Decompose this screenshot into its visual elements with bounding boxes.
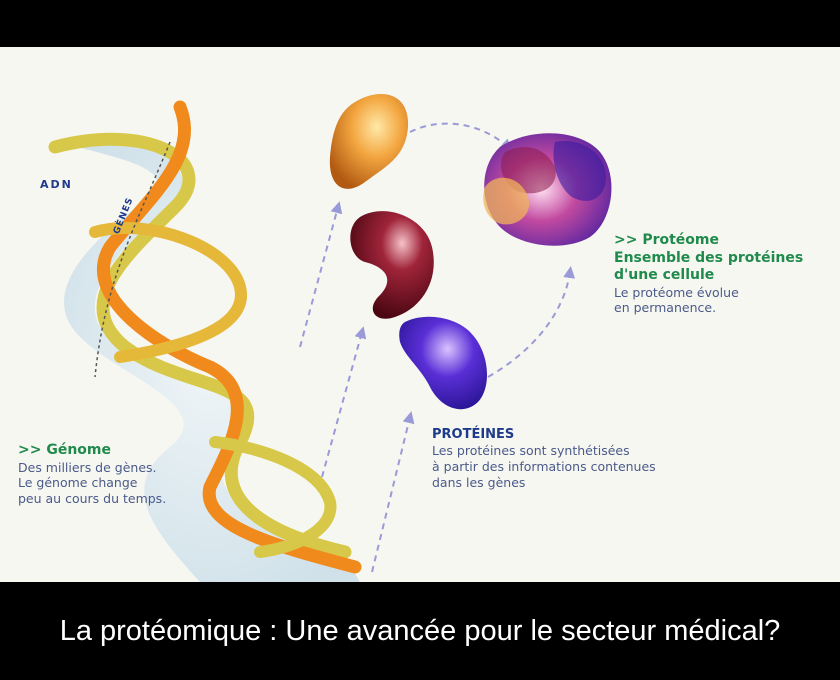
diagram-panel: ADN GÈNES >> Génome Des milliers de gène… — [0, 47, 840, 582]
genome-title: >> Génome — [18, 442, 111, 458]
proteome-line: Le protéome évolue — [614, 284, 739, 300]
caption-title: La protéomique : Une avancée pour le sec… — [0, 582, 840, 680]
proteins-line: à partir des informations contenues — [432, 458, 656, 474]
adn-label: ADN — [40, 178, 73, 191]
proteins-line: dans les gènes — [432, 474, 526, 490]
proteome-line: en permanence. — [614, 300, 717, 316]
proteome-title: d'une cellule — [614, 267, 715, 283]
proteome-cluster-icon — [483, 133, 612, 246]
genome-line: peu au cours du temps. — [18, 490, 167, 506]
red-protein-icon — [350, 211, 434, 319]
proteome-block: >> Protéome Ensemble des protéines d'une… — [614, 232, 834, 316]
proteins-block: PROTÉINES Les protéines sont synthétisée… — [432, 427, 712, 490]
synthesis-arrows — [299, 122, 576, 573]
genome-block: >> Génome Des milliers de gènes. Le géno… — [18, 442, 228, 506]
genome-line: Le génome change — [18, 475, 138, 491]
proteome-title: Ensemble des protéines — [614, 249, 804, 266]
proteins-title: PROTÉINES — [432, 427, 515, 442]
dna-helix-icon — [48, 100, 362, 582]
diagram-artwork — [48, 94, 612, 582]
genome-line: Des milliers de gènes. — [18, 459, 157, 475]
proteome-title: >> Protéome — [614, 232, 720, 248]
top-black-bar — [0, 0, 840, 47]
proteins-line: Les protéines sont synthétisées — [432, 443, 630, 459]
orange-protein-icon — [329, 94, 409, 189]
purple-protein-icon — [399, 316, 488, 410]
